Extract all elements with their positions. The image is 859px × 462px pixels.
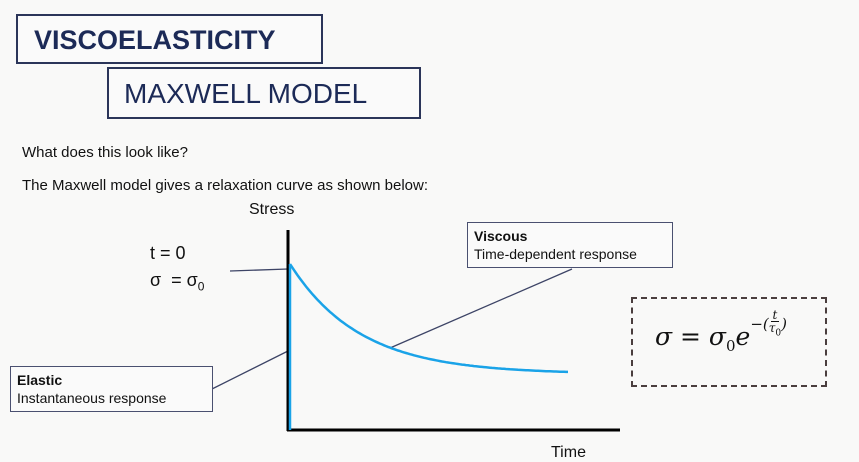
initial-time-label: t = 0	[150, 243, 186, 263]
initial-stress-label: σ = σ0	[150, 270, 205, 294]
elastic-desc: Instantaneous response	[17, 390, 167, 406]
viscous-callout: Viscous Time-dependent response	[467, 222, 673, 268]
elastic-callout: Elastic Instantaneous response	[10, 366, 213, 412]
viscous-leader	[389, 268, 573, 349]
y-axis-label: Stress	[249, 201, 295, 218]
slide-subtitle: MAXWELL MODEL	[107, 67, 421, 119]
elastic-leader	[211, 350, 289, 390]
question-text: What does this look like?	[22, 144, 188, 161]
relaxation-curve	[288, 263, 568, 374]
viscous-desc: Time-dependent response	[474, 246, 637, 262]
viscous-title: Viscous	[474, 228, 528, 244]
intro-text: The Maxwell model gives a relaxation cur…	[22, 177, 429, 194]
initial-stress-leader	[229, 268, 289, 272]
formula-box	[631, 297, 827, 387]
elastic-title: Elastic	[17, 372, 63, 388]
slide-title: VISCOELASTICITY	[16, 14, 323, 64]
